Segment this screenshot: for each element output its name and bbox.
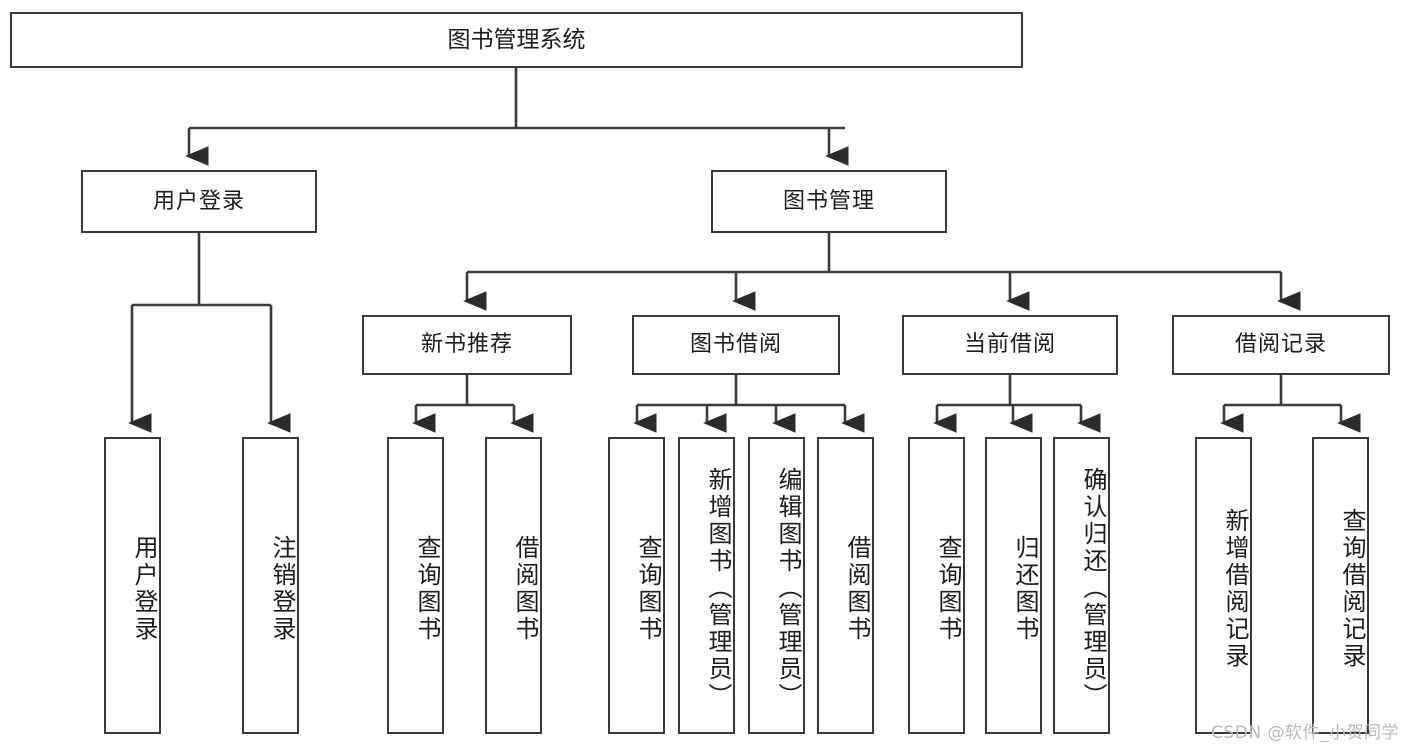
leaf-query-borrowing-record[interactable]: 查询借阅记录 [1312,437,1369,734]
node-label: 查询图书 [934,534,962,643]
leaf-confirm-return-admin[interactable]: 确认归还（管理员） [1053,437,1110,734]
node-book-management[interactable]: 图书管理 [711,170,947,233]
leaf-logout[interactable]: 注销登录 [242,437,299,734]
node-current-borrowing[interactable]: 当前借阅 [902,315,1118,375]
node-label: 新增图书（管理员） [704,467,732,710]
node-label: 借阅图书 [511,534,539,643]
leaf-add-book-admin[interactable]: 新增图书（管理员） [678,437,735,734]
node-root-library-management-system[interactable]: 图书管理系统 [10,12,1023,68]
node-label: 新增借阅记录 [1221,507,1249,670]
node-label: 图书管理系统 [447,26,586,53]
node-label: 注销登录 [268,534,296,643]
node-label: 编辑图书（管理员） [774,467,802,710]
node-label: 当前借阅 [963,332,1056,358]
node-label: 图书借阅 [689,332,782,358]
leaf-return-books[interactable]: 归还图书 [985,437,1042,734]
node-label: 归还图书 [1011,534,1039,643]
node-user-login[interactable]: 用户登录 [81,170,317,233]
leaf-query-books-recommendation[interactable]: 查询图书 [387,437,444,734]
node-borrowing-records[interactable]: 借阅记录 [1172,315,1390,375]
leaf-borrow-books-recommendation[interactable]: 借阅图书 [485,437,542,734]
node-label: 借阅图书 [843,534,871,643]
node-label: 用户登录 [130,534,158,643]
leaf-query-books-current[interactable]: 查询图书 [908,437,965,734]
node-label: 图书管理 [782,188,875,214]
leaf-query-books-borrowing[interactable]: 查询图书 [608,437,665,734]
node-label: 查询图书 [413,534,441,643]
node-label: 借阅记录 [1234,332,1327,358]
node-label: 确认归还（管理员） [1079,467,1107,710]
node-book-borrowing[interactable]: 图书借阅 [632,315,840,375]
node-label: 查询图书 [634,534,662,643]
node-label: 新书推荐 [420,332,513,358]
node-label: 查询借阅记录 [1338,507,1366,670]
leaf-edit-book-admin[interactable]: 编辑图书（管理员） [748,437,805,734]
leaf-user-login[interactable]: 用户登录 [104,437,161,734]
leaf-borrow-books[interactable]: 借阅图书 [817,437,874,734]
node-label: 用户登录 [152,188,245,214]
leaf-add-borrowing-record[interactable]: 新增借阅记录 [1195,437,1252,734]
node-new-book-recommendation[interactable]: 新书推荐 [362,315,572,375]
